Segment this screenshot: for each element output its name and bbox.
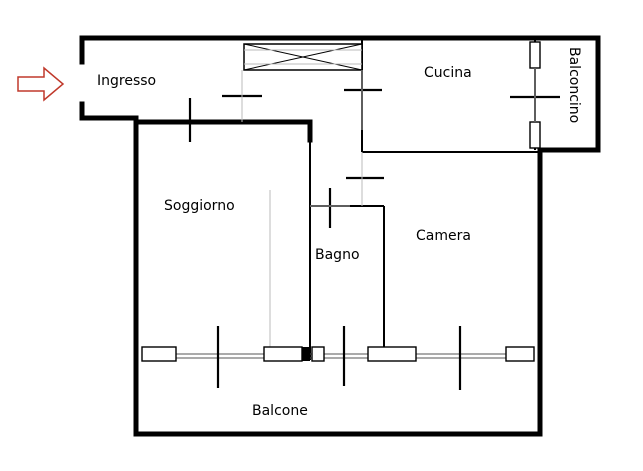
- room-label-camera: Camera: [416, 228, 471, 244]
- room-label-ingresso: Ingresso: [97, 73, 156, 89]
- exterior-walls: [79, 35, 601, 437]
- entrance-arrow-icon: [17, 66, 65, 102]
- ventilation-window: [243, 43, 363, 71]
- doors: [188, 68, 560, 360]
- room-label-cucina: Cucina: [424, 65, 472, 81]
- room-label-balcone: Balcone: [252, 403, 308, 419]
- room-label-balconcino: Balconcino: [566, 47, 582, 123]
- balcony-windows: [141, 326, 535, 390]
- room-label-bagno: Bagno: [315, 247, 360, 263]
- room-label-soggiorno: Soggiorno: [164, 198, 235, 214]
